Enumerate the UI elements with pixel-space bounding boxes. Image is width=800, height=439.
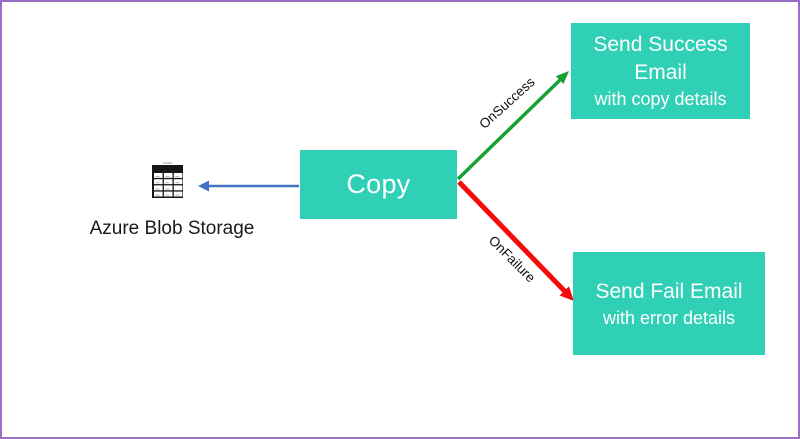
source-dataset-label: Azure Blob Storage (89, 218, 255, 239)
table-icon-text-marks (155, 176, 180, 196)
send-fail-email-node: Send Fail Email with error details (573, 252, 765, 355)
fail-node-subtitle: with error details (602, 307, 736, 328)
success-node-subtitle: with copy details (594, 89, 727, 109)
on-success-arrow-head (555, 71, 569, 84)
send-success-email-node: Send Success Email with copy details (571, 23, 750, 119)
on-success-edge-label: OnSuccess (476, 74, 538, 132)
success-node-title-line-2: Email (634, 61, 687, 84)
copy-activity-label: Copy (346, 169, 411, 199)
copy-activity-node: Copy (300, 150, 457, 219)
success-node-title-line-1: Send Success (593, 33, 728, 56)
table-icon (150, 161, 185, 200)
fail-node-title-line-1: Send Fail Email (595, 279, 743, 303)
on-failure-arrow-head (559, 286, 574, 301)
on-failure-arrow-line (457, 180, 568, 294)
dataset-arrow-head (198, 180, 209, 192)
on-failure-edge-label: OnFailure (485, 232, 539, 286)
table-icon-cells (154, 173, 183, 197)
